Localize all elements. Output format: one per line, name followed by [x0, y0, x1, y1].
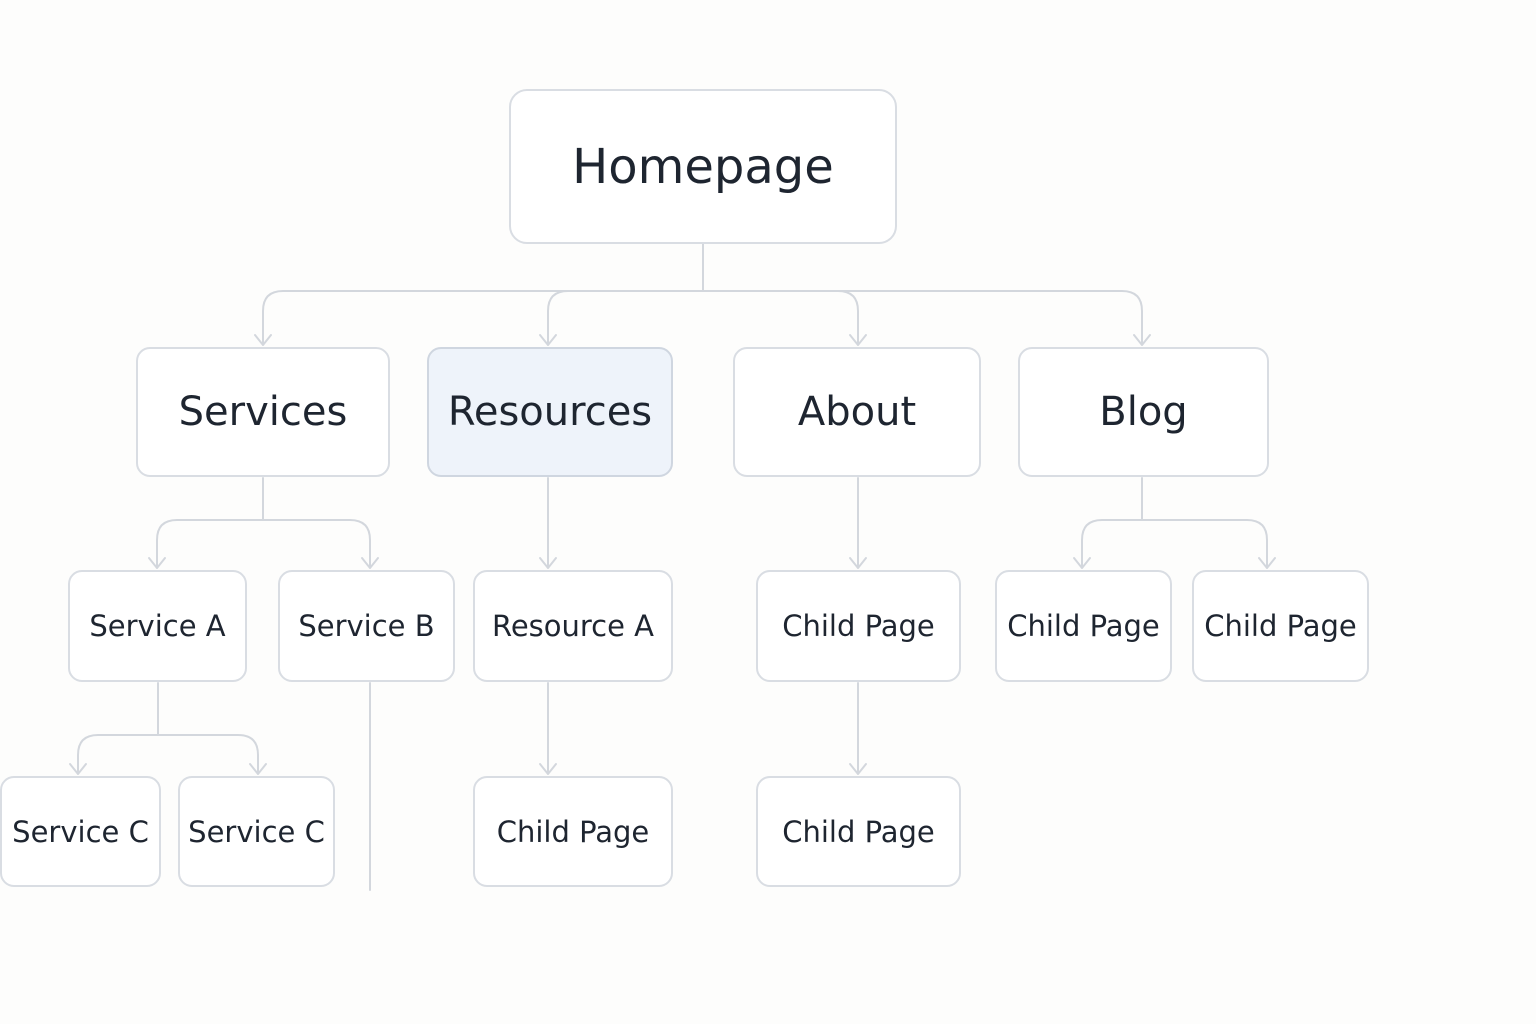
resource-child-page-node[interactable]: Child Page — [473, 776, 673, 887]
service-c-1-label: Service C — [12, 814, 149, 849]
connector-homepage-about — [702, 290, 859, 345]
arrowhead-resource-a — [539, 557, 557, 569]
connector-blog-child-1 — [1081, 519, 1143, 568]
service-b-label: Service B — [298, 609, 435, 643]
service-a-label: Service A — [89, 609, 226, 643]
resource-a-label: Resource A — [491, 609, 655, 643]
arrowhead-services — [254, 334, 272, 346]
arrowhead-resource-child — [539, 763, 557, 775]
service-c-2-label: Service C — [188, 814, 325, 849]
arrowhead-about-child — [849, 557, 867, 569]
connector-homepage-services — [262, 290, 704, 345]
arrowhead-blog — [1133, 334, 1151, 346]
about-child-page-node[interactable]: Child Page — [756, 570, 961, 682]
arrowhead-service-b — [361, 557, 379, 569]
resources-node[interactable]: Resources — [427, 347, 673, 477]
arrowhead-service-c-2 — [249, 763, 267, 775]
resource-a-node[interactable]: Resource A — [473, 570, 673, 682]
connector-blog-child-2 — [1141, 519, 1268, 568]
service-b-node[interactable]: Service B — [278, 570, 455, 682]
arrowhead-resources — [539, 334, 557, 346]
service-a-node[interactable]: Service A — [68, 570, 247, 682]
connector-homepage-blog — [702, 290, 1143, 345]
about-child-page-label: Child Page — [782, 609, 935, 643]
resources-label: Resources — [447, 389, 653, 435]
resource-child-page-label: Child Page — [496, 814, 650, 849]
about-node[interactable]: About — [733, 347, 981, 477]
arrowhead-service-a — [148, 557, 166, 569]
blog-child-page-2-node[interactable]: Child Page — [1192, 570, 1369, 682]
service-c-2-node[interactable]: Service C — [178, 776, 335, 887]
connector-service-a-service-c-1 — [77, 734, 159, 774]
services-node[interactable]: Services — [136, 347, 390, 477]
about-label: About — [797, 389, 917, 435]
blog-label: Blog — [1099, 389, 1188, 435]
arrowhead-about — [849, 334, 867, 346]
homepage-label: Homepage — [572, 138, 834, 195]
homepage-node[interactable]: Homepage — [509, 89, 897, 244]
connector-services-service-b — [262, 519, 371, 568]
connector-services-service-a — [156, 519, 264, 568]
arrowhead-blog-child-1 — [1073, 557, 1091, 569]
arrowhead-service-c-1 — [69, 763, 87, 775]
service-c-1-node[interactable]: Service C — [0, 776, 161, 887]
connector-homepage-resources — [547, 290, 704, 345]
connector-service-a-service-c-2 — [157, 734, 259, 774]
blog-child-page-1-label: Child Page — [1007, 609, 1160, 643]
blog-child-page-2-label: Child Page — [1204, 609, 1357, 643]
blog-child-page-1-node[interactable]: Child Page — [995, 570, 1172, 682]
about-grandchild-page-label: Child Page — [782, 814, 935, 849]
blog-node[interactable]: Blog — [1018, 347, 1269, 477]
arrowhead-about-grandchild — [849, 763, 867, 775]
arrowhead-blog-child-2 — [1258, 557, 1276, 569]
services-label: Services — [178, 389, 348, 435]
about-grandchild-page-node[interactable]: Child Page — [756, 776, 961, 887]
